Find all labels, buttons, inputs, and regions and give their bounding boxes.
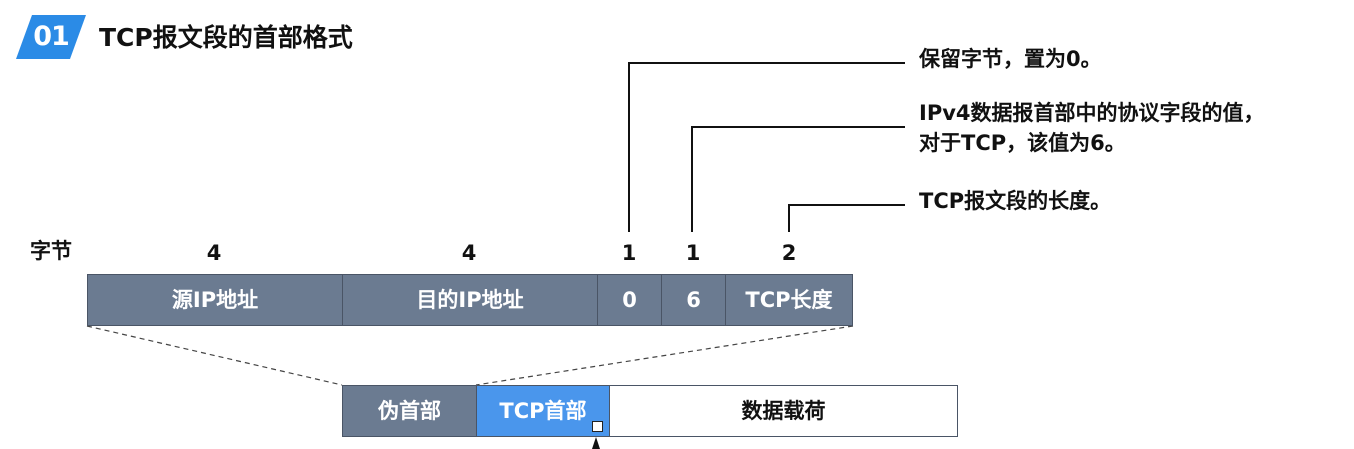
length-annotation: TCP报文段的长度。 [919, 189, 1112, 213]
byte-count-protocol: 1 [685, 241, 701, 265]
byte-count-dest-ip: 4 [461, 241, 477, 265]
pseudo-field-source-ip: 源IP地址 [87, 274, 343, 326]
reserved-leader-line [628, 62, 905, 232]
segment-data-payload: 数据载荷 [609, 385, 958, 437]
resize-handle[interactable] [592, 421, 603, 432]
reserved-annotation: 保留字节，置为0。 [919, 47, 1102, 71]
protocol-annotation-line1: IPv4数据报首部中的协议字段的值， [919, 101, 1265, 125]
pseudo-field-dest-ip: 目的IP地址 [342, 274, 598, 326]
protocol-annotation-line2: 对于TCP，该值为6。 [919, 131, 1126, 155]
section-number-badge: 01 [16, 15, 86, 59]
bytes-row-label: 字节 [30, 239, 72, 263]
pseudo-field-reserved: 0 [597, 274, 662, 326]
pointer-arrow [592, 437, 600, 449]
segment-tcp-header[interactable]: TCP首部 [476, 385, 610, 437]
diagram-title: TCP报文段的首部格式 [99, 23, 353, 52]
protocol-leader-line [691, 126, 905, 232]
pseudo-field-protocol: 6 [661, 274, 726, 326]
length-leader-line [788, 204, 905, 232]
byte-count-reserved: 1 [621, 241, 637, 265]
byte-count-source-ip: 4 [206, 241, 222, 265]
segment-pseudo-header: 伪首部 [342, 385, 477, 437]
byte-count-tcp-length: 2 [781, 241, 797, 265]
expand-dash-right [475, 325, 854, 386]
pseudo-field-tcp-length: TCP长度 [725, 274, 853, 326]
expand-dash-left [86, 325, 343, 386]
